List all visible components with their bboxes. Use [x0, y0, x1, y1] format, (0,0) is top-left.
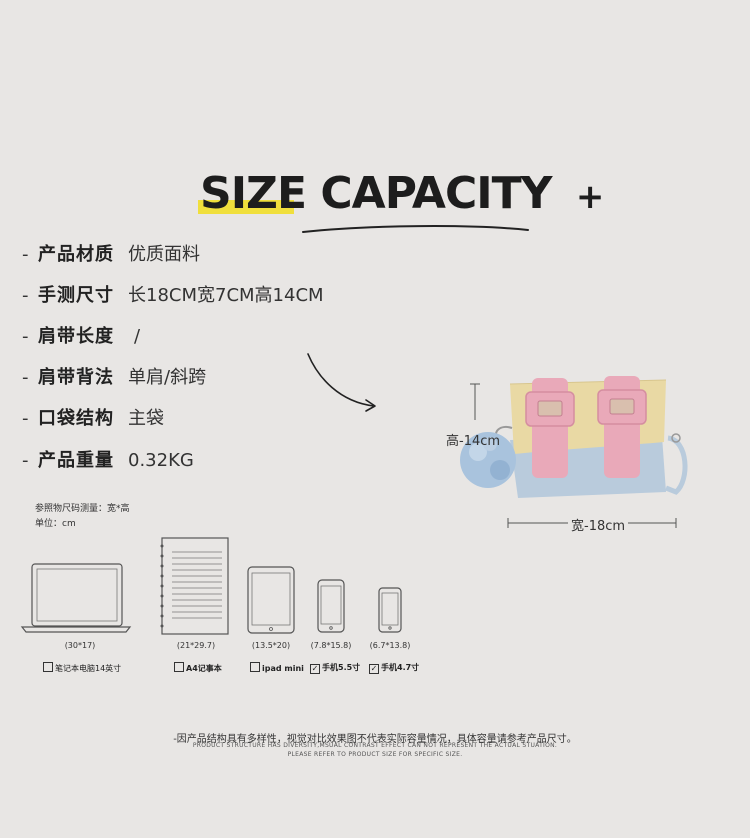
reference-line-2: 单位：cm — [35, 519, 76, 529]
device-checkbox[interactable]: ipad mini — [250, 662, 304, 673]
spec-dash: - — [22, 450, 29, 471]
spec-value: / — [134, 326, 141, 347]
spec-row: -产品材质优质面料 — [22, 240, 200, 270]
spec-dash: - — [22, 367, 29, 388]
spec-value: 主袋 — [128, 408, 164, 429]
spec-label: 肩带背法 — [38, 367, 114, 388]
spec-label: 肩带长度 — [38, 326, 114, 347]
title-rest-word: CAPACITY — [320, 168, 552, 219]
spec-dash: - — [22, 326, 29, 347]
spec-dash: - — [22, 244, 29, 265]
spec-row: -口袋结构主袋 — [22, 404, 164, 434]
spec-dash: - — [22, 285, 29, 306]
title-highlighted-word: SIZE — [200, 168, 307, 219]
footer-disclaimer-en-1: PRODUCT STRUCTURE HAS DIVERSITY,MSUAL CO… — [192, 742, 558, 749]
checkbox-unchecked-icon — [174, 662, 184, 672]
device-checkbox[interactable]: ✓手机4.7寸 — [369, 662, 419, 674]
reference-note: 参照物尺码测量：宽*高 单位：cm — [35, 502, 130, 532]
device-size-caption: (21*29.7) — [176, 641, 216, 650]
device-size-caption: (6.7*13.8) — [369, 641, 411, 650]
device-checkbox[interactable]: ✓手机5.5寸 — [310, 662, 360, 674]
checkbox-unchecked-icon — [250, 662, 260, 672]
device-label: 手机5.5寸 — [322, 663, 361, 672]
device-label: 手机4.7寸 — [381, 663, 420, 672]
spec-label: 产品重量 — [38, 450, 114, 471]
spec-dash: - — [22, 408, 29, 429]
bag-height-label: 高-14cm — [446, 434, 501, 449]
device-checkbox[interactable]: A4记事本 — [174, 662, 222, 674]
checkbox-checked-icon: ✓ — [310, 664, 320, 674]
device-size-caption: (30*17) — [64, 641, 96, 650]
bag-width-label: 宽-18cm — [568, 515, 629, 534]
spec-row: -产品重量 0.32KG — [22, 446, 194, 476]
spec-label: 口袋结构 — [38, 408, 114, 429]
footer-disclaimer-en-2: PLEASE REFER TO PRODUCT SIZE FOR SPECIFI… — [287, 751, 463, 758]
size-capacity-title: SIZE CAPACITY + — [198, 168, 604, 228]
reference-line-1: 参照物尺码测量：宽*高 — [35, 504, 130, 514]
spec-label: 产品材质 — [38, 244, 114, 265]
laptop-icon — [20, 563, 132, 633]
checkbox-checked-icon: ✓ — [369, 664, 379, 674]
spec-value: 优质面料 — [128, 244, 200, 265]
spec-value: 单肩/斜跨 — [128, 367, 207, 388]
phone-small-icon — [378, 587, 402, 633]
device-size-caption: (13.5*20) — [251, 641, 291, 650]
phone-icon — [317, 579, 345, 633]
title-highlight-bar — [198, 200, 294, 214]
checkbox-unchecked-icon — [43, 662, 53, 672]
tablet-icon — [247, 566, 295, 634]
a4-notebook-icon — [160, 537, 229, 635]
device-checkbox[interactable]: 笔记本电脑14英寸 — [43, 662, 121, 674]
footer-disclaimer-cn: -因产品结构具有多样性，视觉对比效果图不代表实际容量情况，具体容量请参考产品尺寸… — [173, 734, 577, 745]
device-label: 笔记本电脑14英寸 — [55, 664, 122, 673]
spec-row: -手测尺寸长18CM宽7CM高14CM — [22, 281, 324, 311]
curved-arrow-icon — [307, 353, 376, 412]
device-size-caption: (7.8*15.8) — [310, 641, 352, 650]
spec-label: 手测尺寸 — [38, 285, 114, 306]
bag-illustration — [460, 376, 688, 528]
device-label: ipad mini — [262, 664, 304, 673]
spec-row: -肩带长度 / — [22, 322, 140, 352]
spec-value: 长18CM宽7CM高14CM — [128, 285, 324, 306]
title-plus: + — [575, 177, 604, 217]
device-label: A4记事本 — [186, 664, 222, 673]
title-underline-stroke — [302, 225, 529, 233]
spec-row: -肩带背法单肩/斜跨 — [22, 363, 206, 393]
spec-value: 0.32KG — [128, 450, 194, 471]
